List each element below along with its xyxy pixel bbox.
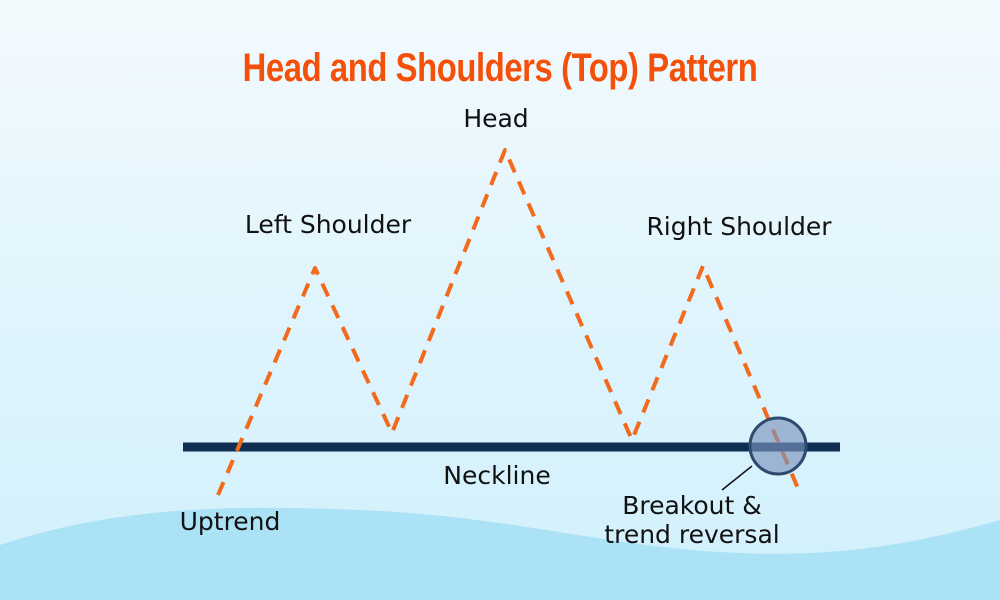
price-path-dashed: [216, 148, 802, 496]
label-right-shoulder: Right Shoulder: [646, 212, 832, 241]
label-left-shoulder: Left Shoulder: [244, 210, 412, 239]
chart-title: Head and Shoulders (Top) Pattern: [242, 46, 758, 90]
label-breakout-line2: trend reversal: [604, 520, 780, 549]
label-head: Head: [463, 104, 529, 133]
label-uptrend: Uptrend: [179, 507, 281, 536]
breakout-marker-circle: [748, 416, 808, 476]
background-wave: [0, 507, 1000, 600]
label-neckline: Neckline: [443, 461, 551, 490]
label-breakout-line1: Breakout &: [622, 491, 762, 520]
breakout-pointer-line: [721, 465, 753, 491]
